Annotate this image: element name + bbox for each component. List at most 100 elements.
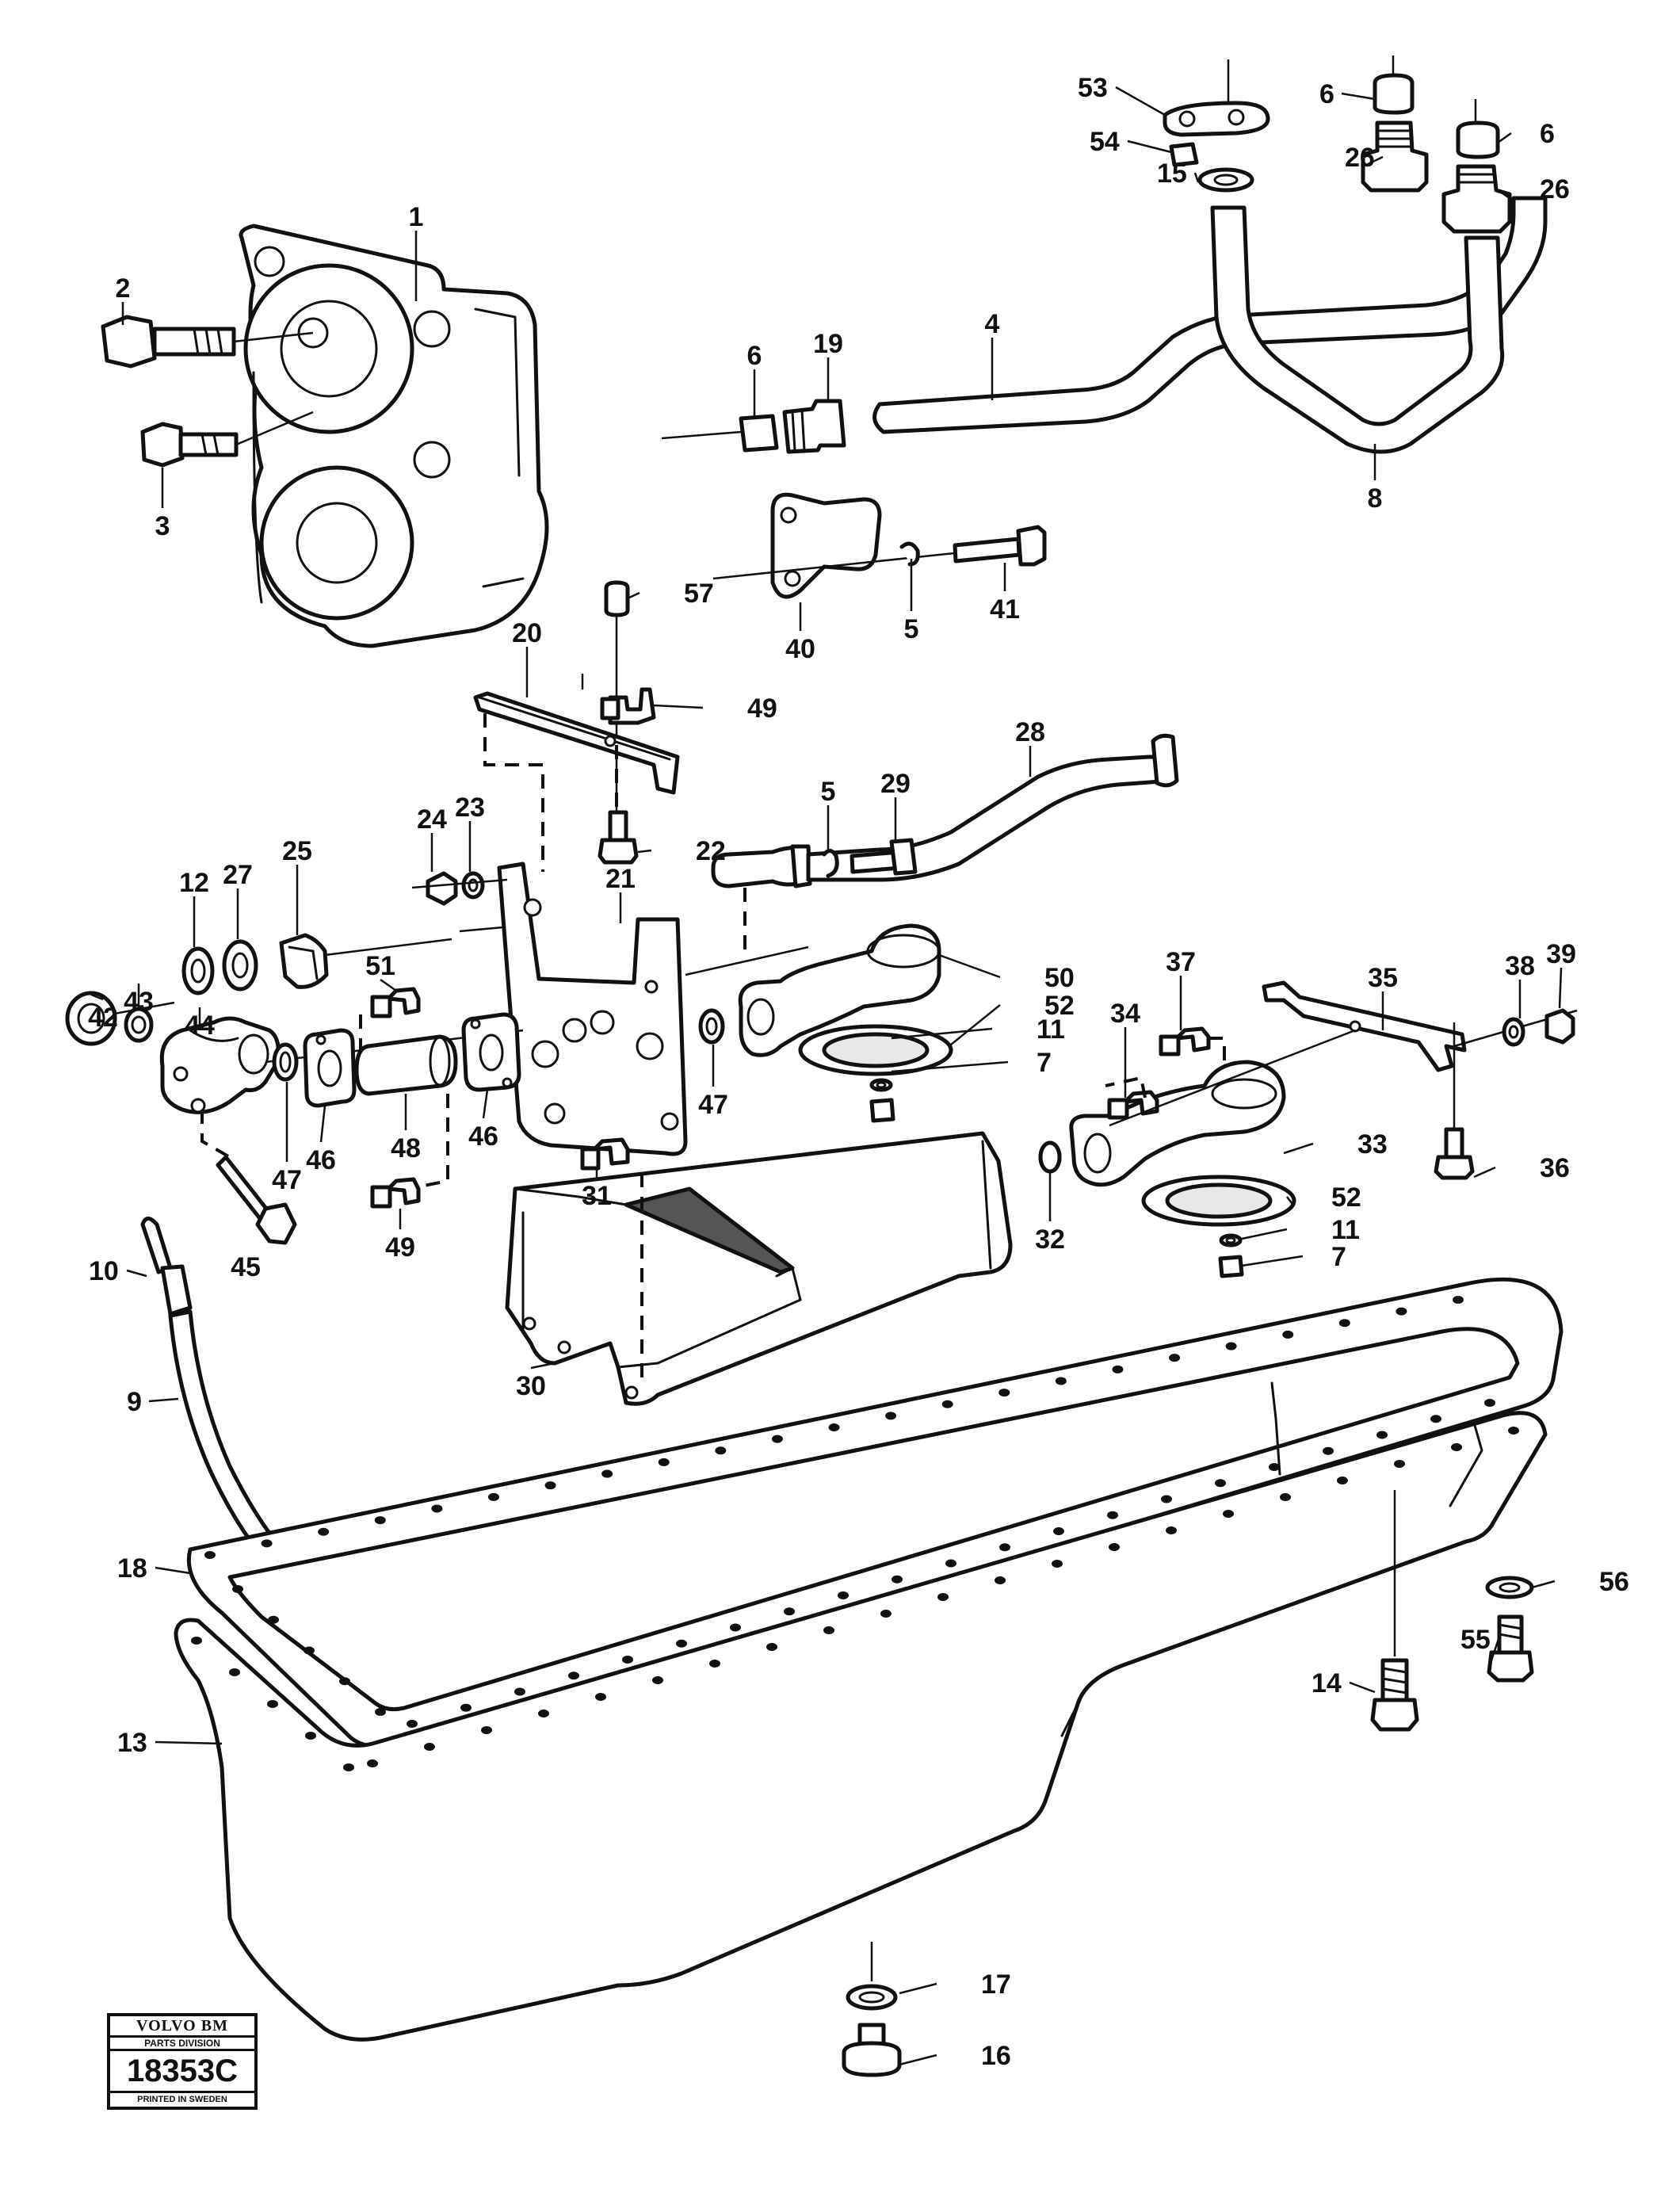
bolt-hole [715, 1446, 727, 1455]
callout-3: 3 [155, 511, 170, 541]
callout-2: 2 [116, 273, 131, 304]
bolt-hole [481, 1726, 492, 1734]
callout-16: 16 [981, 2041, 1011, 2071]
bolt-hole [658, 1458, 670, 1466]
callout-leader-30 [530, 1362, 556, 1370]
callout-leader-33 [1283, 1142, 1314, 1155]
ring-32 [1038, 1140, 1062, 1174]
bolt-hole [1484, 1399, 1495, 1407]
bolt-22 [598, 810, 639, 865]
callout-leader-53 [1115, 86, 1166, 117]
bolt-hole [1430, 1415, 1441, 1423]
bolt-hole [1508, 1427, 1519, 1435]
bolt-hole [267, 1700, 278, 1708]
seal-rings [181, 933, 452, 995]
flange-53 [1163, 59, 1270, 193]
callout-leader-26 [1495, 187, 1510, 200]
callout-leader-39 [1558, 967, 1563, 1009]
callout-27: 27 [223, 860, 253, 890]
callout-52: 52 [1331, 1182, 1361, 1213]
callout-leaders [90, 86, 1563, 2066]
callout-leader-11 [891, 1027, 993, 1040]
bolt-hole [945, 1559, 956, 1568]
callout-leader-9 [148, 1397, 179, 1403]
callout-15: 15 [1157, 159, 1187, 189]
bolt-hole [261, 1539, 273, 1548]
bolt-hole [1112, 1365, 1124, 1373]
bolt-hole [601, 1469, 613, 1478]
bolt-hole [766, 1643, 777, 1651]
callout-17: 17 [981, 1969, 1011, 2000]
bolt-hole [1055, 1377, 1067, 1385]
bolt-hole [191, 1637, 202, 1645]
bolt-hole [204, 1551, 216, 1559]
bolt-hole [1052, 1560, 1063, 1568]
bracket-35 [1109, 980, 1578, 1180]
callout-20: 20 [512, 618, 542, 648]
bolt-hole [622, 1656, 633, 1664]
callout-12: 12 [179, 868, 209, 898]
callout-18: 18 [117, 1553, 147, 1584]
bolt-hole [1323, 1446, 1334, 1455]
callout-31: 31 [582, 1181, 612, 1211]
callout-10: 10 [89, 1256, 119, 1286]
bolt-hole [318, 1527, 330, 1536]
bolt-hole [1107, 1511, 1118, 1519]
callout-39: 39 [1546, 939, 1576, 969]
callout-leader-36 [1473, 1166, 1496, 1179]
callout-52: 52 [1044, 991, 1075, 1021]
callout-55: 55 [1460, 1625, 1491, 1655]
bolt-hole [367, 1759, 378, 1767]
callout-51: 51 [365, 951, 395, 981]
bolt-hole [1109, 1543, 1120, 1551]
callout-8: 8 [1368, 483, 1383, 514]
callout-37: 37 [1166, 947, 1196, 977]
bolt-hole [1453, 1296, 1464, 1304]
bolt-hole [880, 1610, 892, 1618]
bolt-hole [339, 1677, 350, 1686]
callout-leader-14 [1349, 1681, 1376, 1694]
sleeve-48 [354, 1034, 458, 1096]
nut-24 [411, 871, 508, 906]
bolt-hole [1451, 1443, 1462, 1451]
callout-57: 57 [684, 579, 714, 609]
callout-6: 6 [1540, 119, 1555, 149]
oil-pipe-8 [1210, 205, 1505, 454]
bolt-hole [784, 1607, 795, 1616]
callout-5: 5 [821, 777, 836, 807]
oil-pipe-4 [661, 196, 1548, 454]
callout-leader-22 [637, 849, 652, 854]
bolt-hole [771, 1435, 783, 1443]
callout-leader-17 [899, 1982, 937, 1995]
bolt-hole [1394, 1460, 1405, 1468]
bolt-hole [375, 1708, 386, 1716]
bolt-hole [1280, 1493, 1291, 1501]
callout-29: 29 [880, 769, 911, 799]
pump-bolts [101, 315, 314, 468]
bolts-misc [200, 987, 630, 1245]
bolt-hole [232, 1585, 243, 1593]
callout-leader-7 [891, 1060, 1009, 1073]
callout-50: 50 [1044, 963, 1075, 993]
callout-leader-46 [319, 1105, 326, 1143]
volvo-bm-stamp: VOLVO BM PARTS DIVISION 18353C PRINTED I… [107, 2013, 258, 2110]
callout-6: 6 [1319, 79, 1334, 109]
oil-pump [239, 224, 549, 648]
flange-40 [712, 492, 1047, 599]
bolt-hole [304, 1646, 315, 1655]
bolt-hole [1376, 1431, 1388, 1439]
bolt-hole [407, 1720, 418, 1728]
callout-7: 7 [1037, 1048, 1052, 1078]
pipe-28 [711, 733, 1179, 959]
callout-11: 11 [1331, 1215, 1360, 1245]
oil-pan-13 [174, 1381, 1548, 2042]
bolt-hole [343, 1763, 354, 1771]
callout-leader-54 [1127, 139, 1172, 154]
bolt-hole [568, 1671, 579, 1680]
callout-38: 38 [1505, 951, 1535, 981]
callout-leader-46 [482, 1089, 489, 1119]
bolt-hole [828, 1423, 840, 1431]
bolt-hole [999, 1543, 1010, 1552]
bolt-hole [514, 1687, 525, 1696]
bolt-hole [1053, 1527, 1064, 1535]
